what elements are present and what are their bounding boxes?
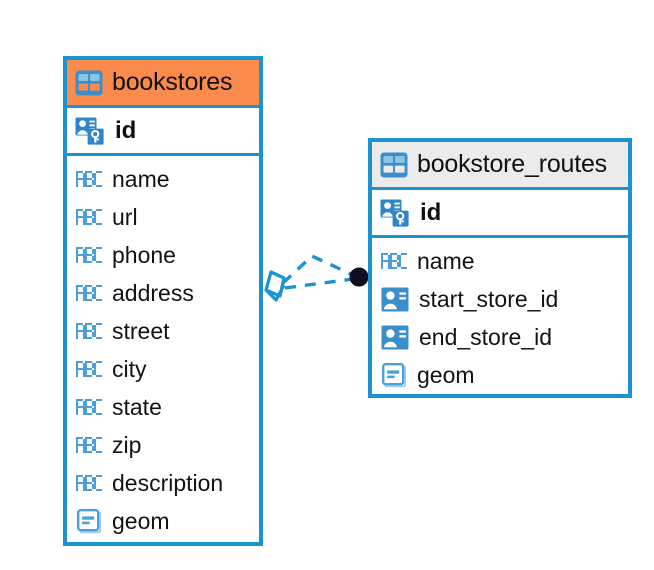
relationship-line-upper	[281, 253, 356, 285]
text-abc-icon	[76, 285, 102, 301]
field-list-bookstores: name u	[67, 156, 259, 545]
field-row[interactable]: street	[67, 312, 259, 350]
field-label: geom	[417, 361, 475, 388]
field-row[interactable]: end_store_id	[372, 318, 628, 356]
text-abc-icon	[76, 399, 102, 415]
field-label: name	[417, 247, 475, 274]
field-row[interactable]: state	[67, 388, 259, 426]
field-row[interactable]: geom	[372, 356, 628, 394]
entity-title: bookstores	[112, 68, 233, 96]
relationship-line-lower	[284, 277, 354, 290]
text-abc-icon	[76, 437, 102, 453]
crowsfoot-diamond-marker	[264, 270, 286, 302]
field-row[interactable]: address	[67, 274, 259, 312]
field-row[interactable]: description	[67, 464, 259, 502]
text-abc-icon	[76, 323, 102, 339]
field-list-bookstore-routes: name start_store_id	[372, 238, 628, 399]
geometry-icon	[76, 508, 102, 534]
field-label: state	[112, 393, 162, 420]
geometry-icon	[381, 362, 407, 388]
field-label: url	[112, 203, 138, 230]
field-label: address	[112, 279, 194, 306]
field-label: street	[112, 317, 170, 344]
field-label: phone	[112, 241, 176, 268]
field-label: start_store_id	[419, 285, 559, 312]
primary-key-row-bookstore-routes[interactable]: id	[372, 190, 628, 238]
field-row[interactable]: start_store_id	[372, 280, 628, 318]
text-abc-icon	[76, 361, 102, 377]
text-abc-icon	[381, 253, 407, 269]
primary-key-icon	[75, 116, 105, 146]
field-row[interactable]: zip	[67, 426, 259, 464]
field-label: end_store_id	[419, 323, 552, 350]
table-icon	[380, 152, 408, 178]
field-label: description	[112, 469, 224, 496]
foreign-key-icon	[381, 287, 409, 312]
filled-circle-marker	[349, 267, 369, 287]
field-row[interactable]: url	[67, 198, 259, 236]
entity-header-bookstores[interactable]: bookstores	[67, 60, 259, 108]
field-label: name	[112, 165, 170, 192]
table-icon	[75, 70, 103, 96]
foreign-key-icon	[381, 325, 409, 350]
primary-key-icon	[380, 198, 410, 228]
text-abc-icon	[76, 247, 102, 263]
text-abc-icon	[76, 209, 102, 225]
entity-header-bookstore-routes[interactable]: bookstore_routes	[372, 142, 628, 190]
entity-title: bookstore_routes	[417, 150, 607, 178]
field-label: city	[112, 355, 147, 382]
field-row[interactable]: geom	[67, 502, 259, 540]
primary-key-label: id	[115, 116, 137, 144]
field-label: zip	[112, 431, 142, 458]
field-label: geom	[112, 507, 170, 534]
entity-bookstores[interactable]: bookstores id	[63, 56, 263, 546]
text-abc-icon	[76, 475, 102, 491]
primary-key-label: id	[420, 198, 442, 226]
field-row[interactable]: phone	[67, 236, 259, 274]
field-row[interactable]: name	[372, 242, 628, 280]
text-abc-icon	[76, 171, 102, 187]
field-row[interactable]: name	[67, 160, 259, 198]
entity-bookstore-routes[interactable]: bookstore_routes id	[368, 138, 632, 398]
field-row[interactable]: city	[67, 350, 259, 388]
primary-key-row-bookstores[interactable]: id	[67, 108, 259, 156]
